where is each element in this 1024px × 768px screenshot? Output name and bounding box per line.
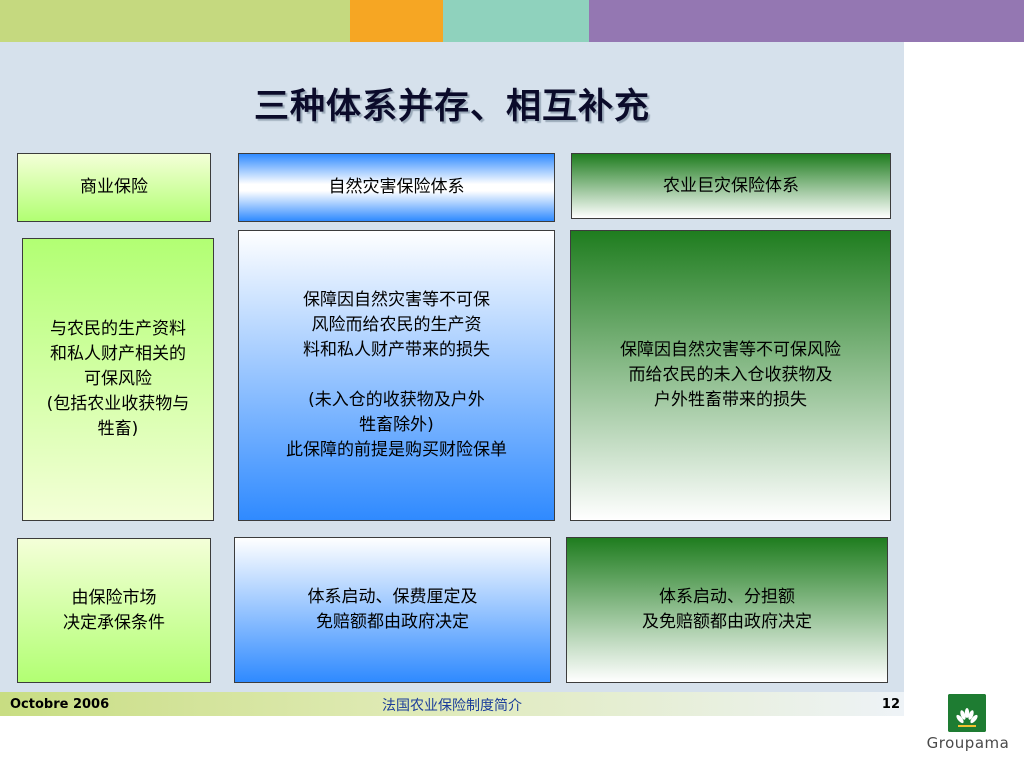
header-agricultural-catastrophe-system: 农业巨灾保险体系 <box>571 153 891 219</box>
logo-wordmark: Groupama <box>926 734 1010 752</box>
footer-subject: 法国农业保险制度简介 <box>382 698 522 714</box>
footer-date: Octobre 2006 <box>10 697 110 712</box>
condition-agricultural-catastrophe-system: 体系启动、分担额 及免赔额都由政府决定 <box>566 537 888 683</box>
header-natural-disaster-system: 自然灾害保险体系 <box>238 153 555 222</box>
footer-bar <box>0 692 904 716</box>
condition-natural-disaster-system: 体系启动、保费厘定及 免赔额都由政府决定 <box>234 537 551 683</box>
top-bar-segment-purple <box>589 0 1024 42</box>
description-agricultural-catastrophe-system: 保障因自然灾害等不可保风险 而给农民的未入仓收获物及 户外牲畜带来的损失 <box>570 230 891 521</box>
top-bar-segment-green <box>0 0 350 42</box>
description-commercial-insurance: 与农民的生产资料 和私人财产相关的 可保风险 (包括农业收获物与 牲畜) <box>22 238 214 521</box>
groupama-logo: Groupama <box>910 690 1020 760</box>
groupama-logo-icon <box>948 694 986 732</box>
condition-commercial-insurance: 由保险市场 决定承保条件 <box>17 538 211 683</box>
top-bar-segment-teal <box>443 0 589 42</box>
description-natural-disaster-system: 保障因自然灾害等不可保 风险而给农民的生产资 料和私人财产带来的损失 (未入仓的… <box>238 230 555 521</box>
top-bar-segment-orange <box>350 0 443 42</box>
slide-title: 三种体系并存、相互补充 <box>253 86 650 127</box>
page-number: 12 <box>881 697 900 712</box>
header-commercial-insurance: 商业保险 <box>17 153 211 222</box>
top-color-bar <box>0 0 1024 42</box>
